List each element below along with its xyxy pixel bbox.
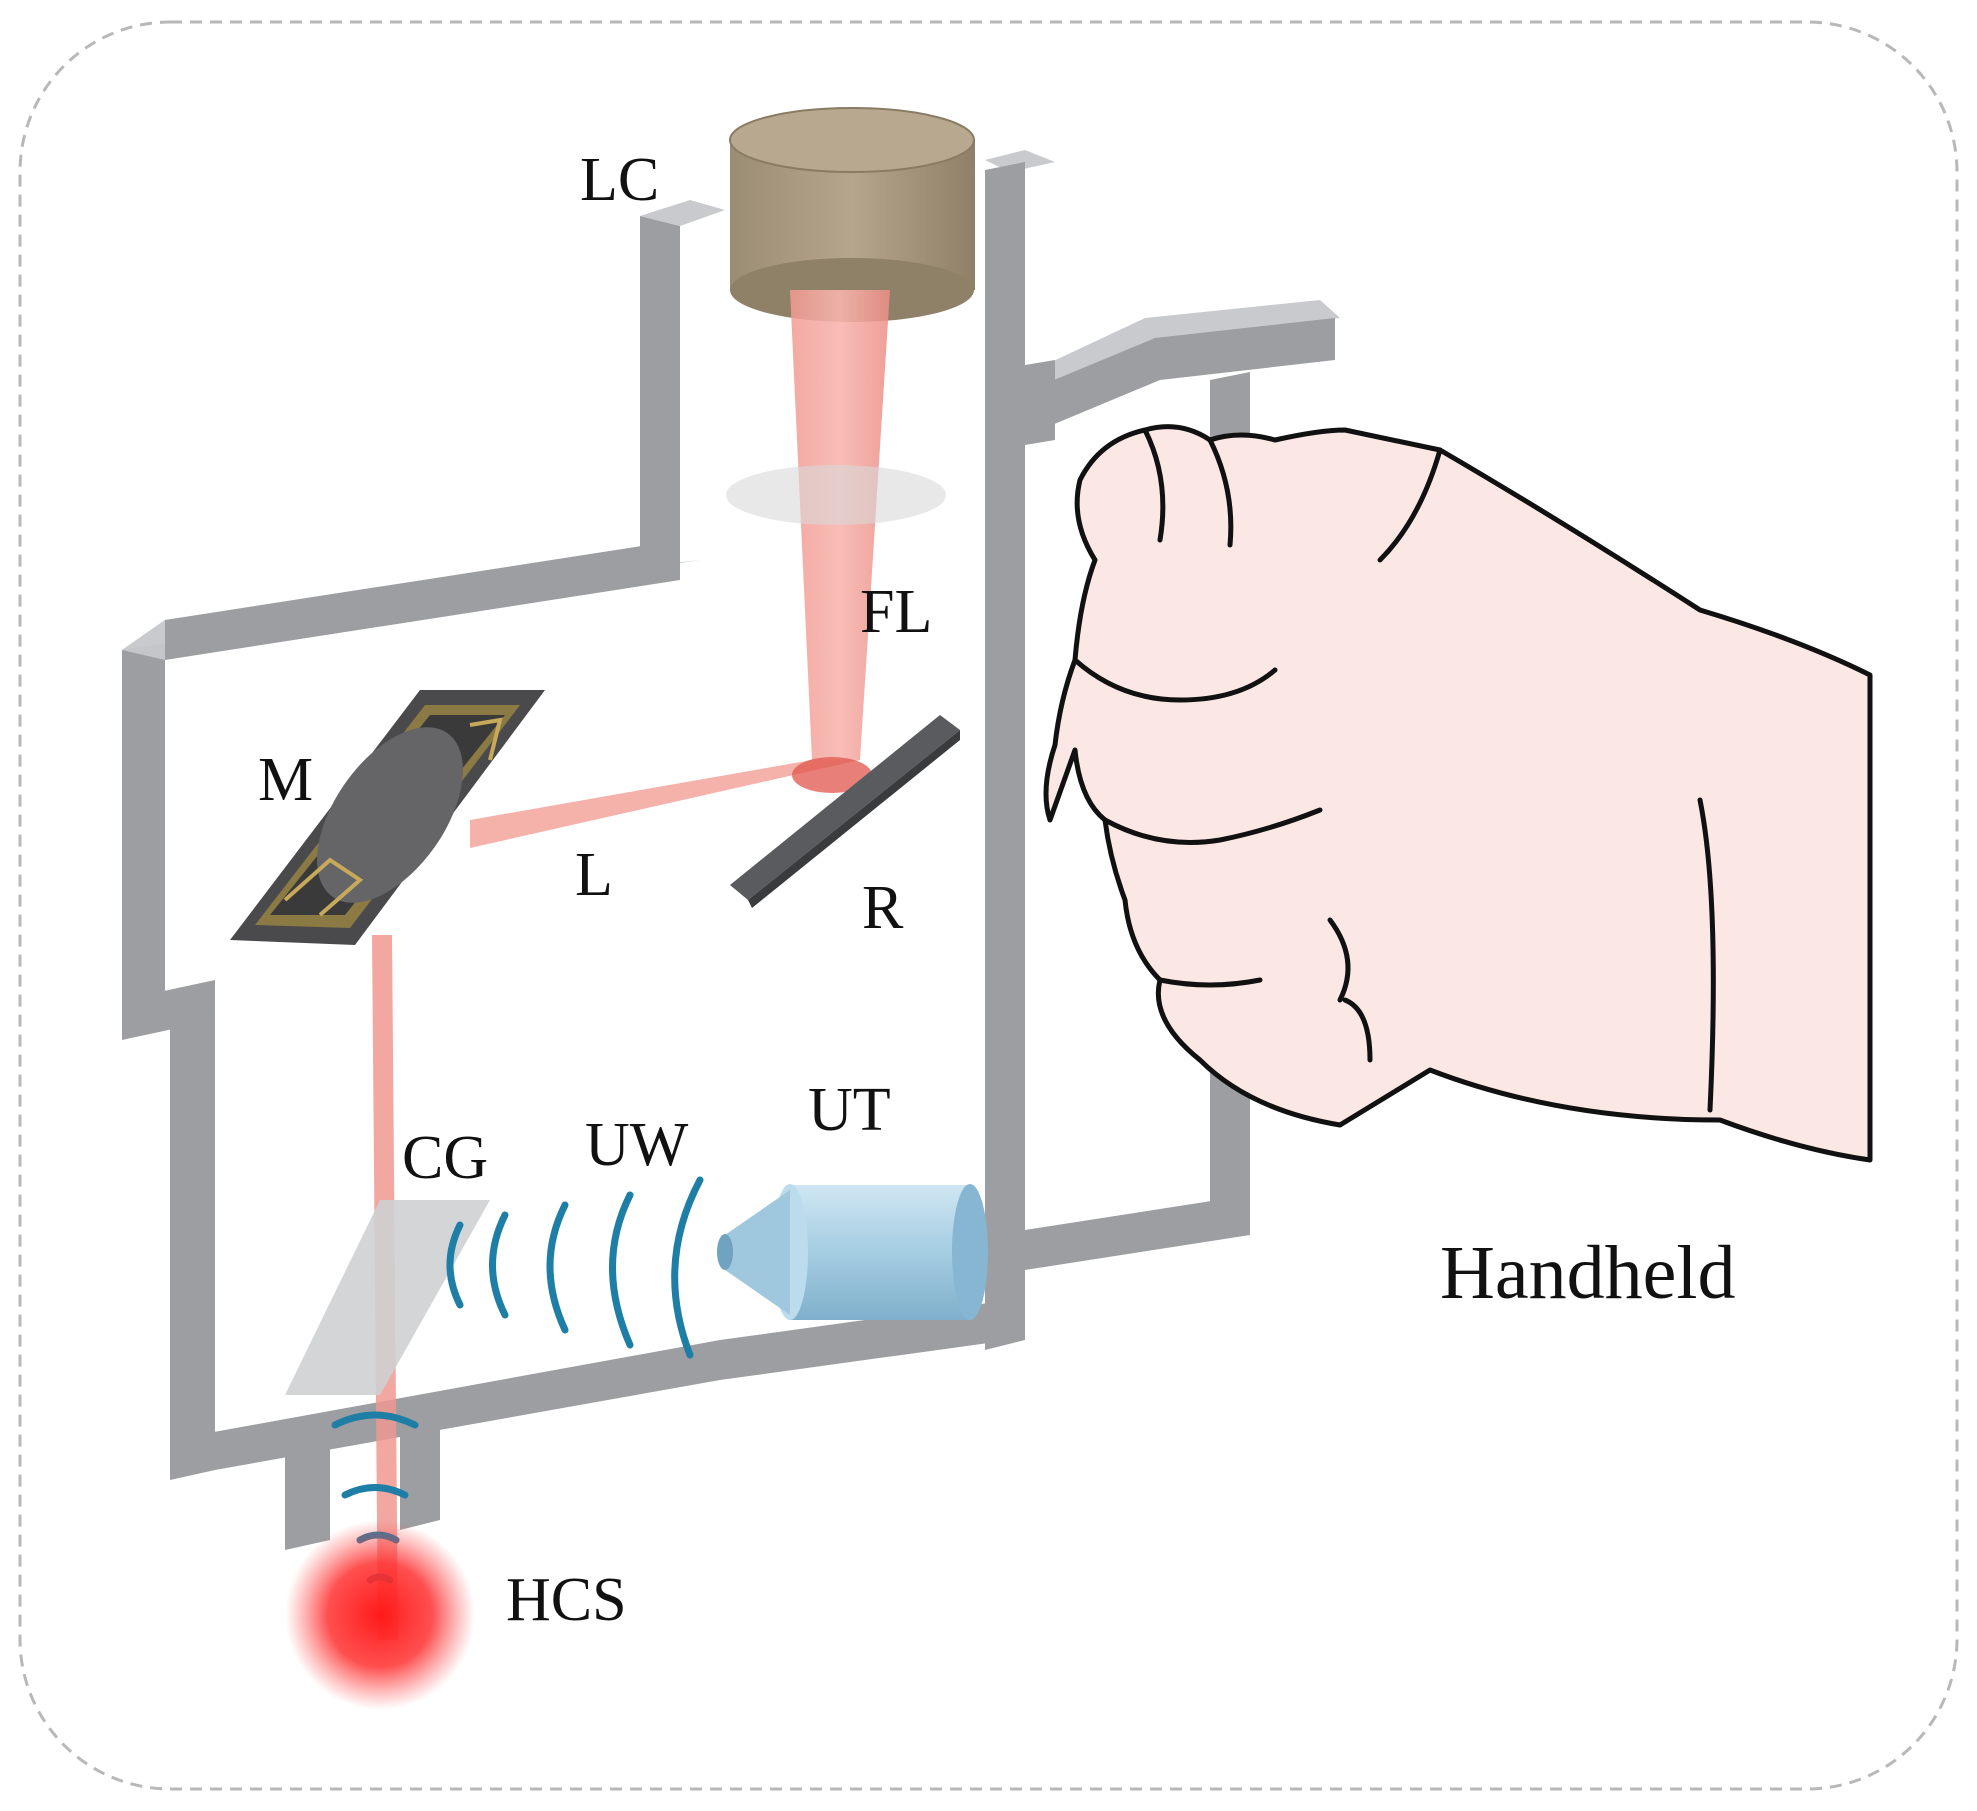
- label-handheld: Handheld: [1440, 1231, 1735, 1315]
- label-hcs: HCS: [506, 1566, 627, 1634]
- ultrasound-waves: [331, 1176, 704, 1584]
- reflector-plate: [730, 715, 960, 900]
- label-lc: LC: [580, 146, 659, 214]
- dashed-border: [18, 20, 1959, 1791]
- label-cg: CG: [402, 1124, 488, 1192]
- ultrasound-transducer-icon: [717, 1184, 988, 1320]
- laser-beam: [372, 290, 946, 1640]
- laser-cylinder-icon: [729, 107, 975, 322]
- cover-glass: [285, 1200, 490, 1395]
- label-r: R: [862, 874, 904, 942]
- label-l: L: [575, 841, 613, 909]
- hcs-glow: [285, 1520, 475, 1710]
- label-ut: UT: [808, 1076, 891, 1144]
- label-uw: UW: [585, 1111, 689, 1179]
- focusing-lens: [726, 465, 946, 525]
- label-fl: FL: [860, 578, 932, 646]
- mems-mirror: [230, 690, 545, 945]
- hand-grip-icon: [1043, 424, 1873, 1163]
- label-m: M: [258, 746, 313, 814]
